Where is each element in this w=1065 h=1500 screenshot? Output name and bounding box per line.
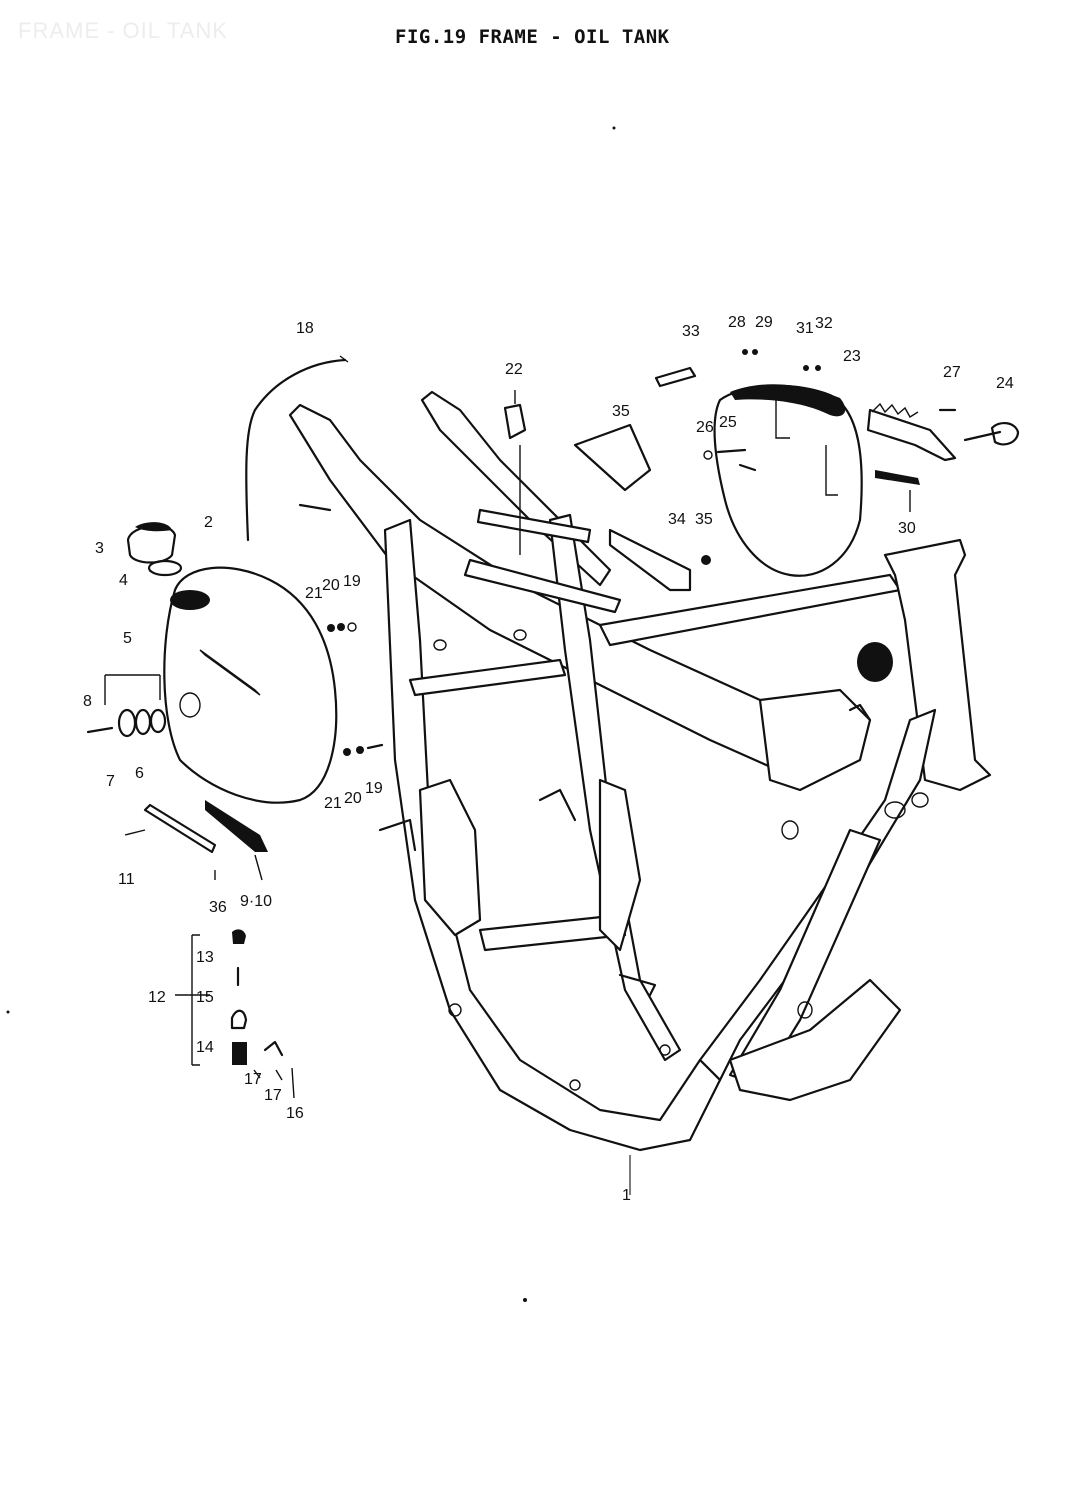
callout-19-upper: 19 <box>343 573 361 590</box>
callout-17-right: 17 <box>264 1087 282 1104</box>
callout-21-upper: 21 <box>305 585 323 602</box>
callout-11: 11 <box>118 871 135 888</box>
oil-tank-drawing <box>163 566 338 804</box>
mount-rubber-drawing <box>327 622 384 756</box>
callout-26: 26 <box>696 419 714 436</box>
callout-24: 24 <box>996 375 1014 392</box>
breather-hose-drawing <box>245 358 347 542</box>
callout-16: 16 <box>286 1105 304 1122</box>
callout-17-left: 17 <box>244 1071 262 1088</box>
callout-2: 2 <box>204 514 213 531</box>
callout-33: 33 <box>682 323 700 340</box>
callout-14: 14 <box>196 1039 214 1056</box>
callout-30: 30 <box>898 520 916 537</box>
callout-31: 31 <box>796 320 814 337</box>
callout-12: 12 <box>148 989 166 1006</box>
callout-19-lower: 19 <box>365 780 383 797</box>
figure-title: FIG.19 FRAME - OIL TANK <box>395 26 670 48</box>
callout-20-lower: 20 <box>344 790 362 807</box>
callout-34: 34 <box>668 511 686 528</box>
callout-15: 15 <box>196 989 214 1006</box>
watermark-text: FRAME - OIL TANK <box>18 18 228 43</box>
side-cover-drawing <box>703 349 863 577</box>
callout-9-10: 9·10 <box>240 893 272 910</box>
seat-bracket-drawing <box>503 390 711 592</box>
callout-32: 32 <box>815 315 833 332</box>
callout-labels: 1 2 3 4 5 6 7 8 9·10 11 12 13 14 15 16 1… <box>83 314 1014 1204</box>
callout-13: 13 <box>196 949 214 966</box>
oil-tap-drawing <box>175 929 295 1099</box>
callout-22: 22 <box>505 361 523 378</box>
callout-5: 5 <box>123 630 132 647</box>
tank-strap-drawing <box>124 800 268 881</box>
callout-36: 36 <box>209 899 227 916</box>
callout-21-lower: 21 <box>324 795 342 812</box>
callout-27: 27 <box>943 364 961 381</box>
frame-drawing <box>288 390 992 1195</box>
callout-29: 29 <box>755 314 773 331</box>
tank-cap-drawing <box>126 522 183 577</box>
callout-8: 8 <box>83 693 92 710</box>
callout-35-lower: 35 <box>695 511 713 528</box>
callout-25: 25 <box>719 414 737 431</box>
callout-20-upper: 20 <box>322 577 340 594</box>
callout-35-upper: 35 <box>612 403 630 420</box>
callout-6: 6 <box>135 765 144 782</box>
callout-7: 7 <box>106 773 115 790</box>
callout-28: 28 <box>728 314 746 331</box>
callout-4: 4 <box>119 572 128 589</box>
callout-23: 23 <box>843 348 861 365</box>
footrest-drawing <box>866 402 1020 512</box>
callout-3: 3 <box>95 540 104 557</box>
callout-1: 1 <box>622 1187 631 1204</box>
drain-plug-drawing <box>86 674 167 738</box>
callout-18: 18 <box>296 320 314 337</box>
rubber-pad-drawing <box>654 366 697 388</box>
